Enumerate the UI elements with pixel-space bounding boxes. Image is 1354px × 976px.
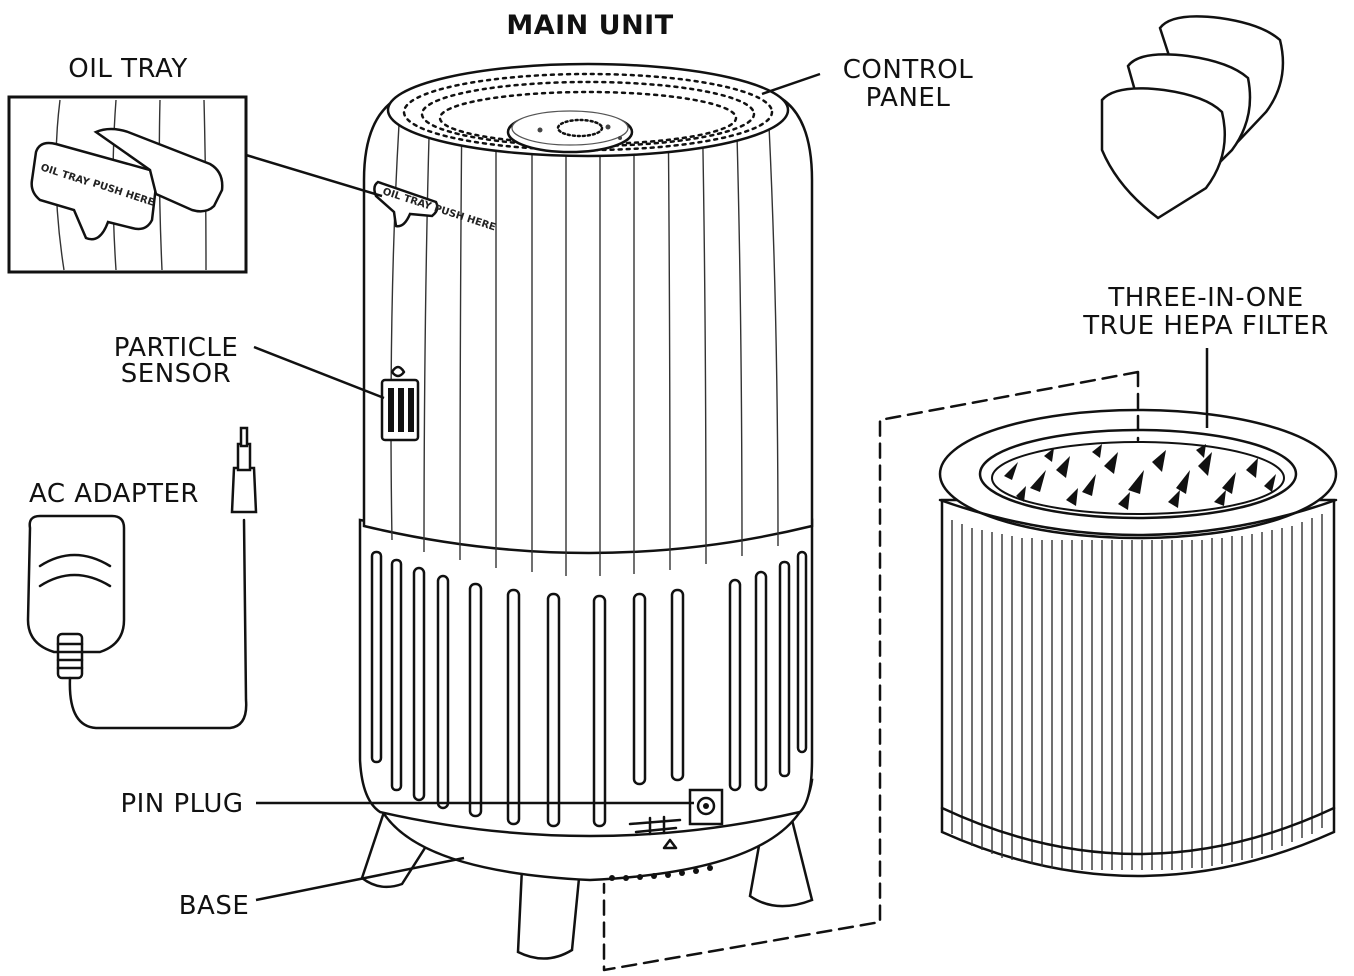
- control-panel-label-line1: CONTROL: [843, 55, 973, 85]
- control-panel-label-line2: PANEL: [866, 83, 951, 113]
- carbon-texture: [1004, 444, 1276, 510]
- control-panel: [506, 110, 634, 154]
- top-grille-outer: [386, 62, 790, 158]
- main-unit: OIL TRAY PUSH HERE: [358, 62, 814, 960]
- hepa-filter-label-line1: THREE-IN-ONE: [1107, 283, 1303, 313]
- hepa-filter: [938, 408, 1338, 878]
- base-label: BASE: [179, 891, 250, 921]
- grille-slots: [370, 550, 808, 828]
- pin-plug-socket: [628, 788, 724, 850]
- particle-sensor-label-line2: SENSOR: [121, 359, 231, 389]
- hepa-filter-label-line2: TRUE HEPA FILTER: [1082, 311, 1329, 341]
- pin-plug-label: PIN PLUG: [120, 789, 243, 819]
- lower-grille-housing: [358, 518, 814, 838]
- main-unit-label: MAIN UNIT: [506, 10, 673, 41]
- base-vent-dots: [609, 865, 713, 881]
- insertion-guide-dashed: [602, 370, 1140, 972]
- ac-adapter: [26, 426, 258, 730]
- hepa-pleats: [951, 514, 1323, 870]
- oil-tray-inset: OIL TRAY PUSH HERE: [7, 95, 248, 274]
- oil-tray-label: OIL TRAY: [68, 54, 187, 84]
- particle-sensor-label-line1: PARTICLE: [114, 333, 239, 363]
- particle-sensor: [380, 365, 420, 442]
- leader-lines: [245, 72, 1209, 902]
- ac-adapter-label: AC ADAPTER: [29, 479, 199, 509]
- oil-tray-tab: [373, 180, 439, 228]
- pre-filter-pads: [1100, 15, 1285, 220]
